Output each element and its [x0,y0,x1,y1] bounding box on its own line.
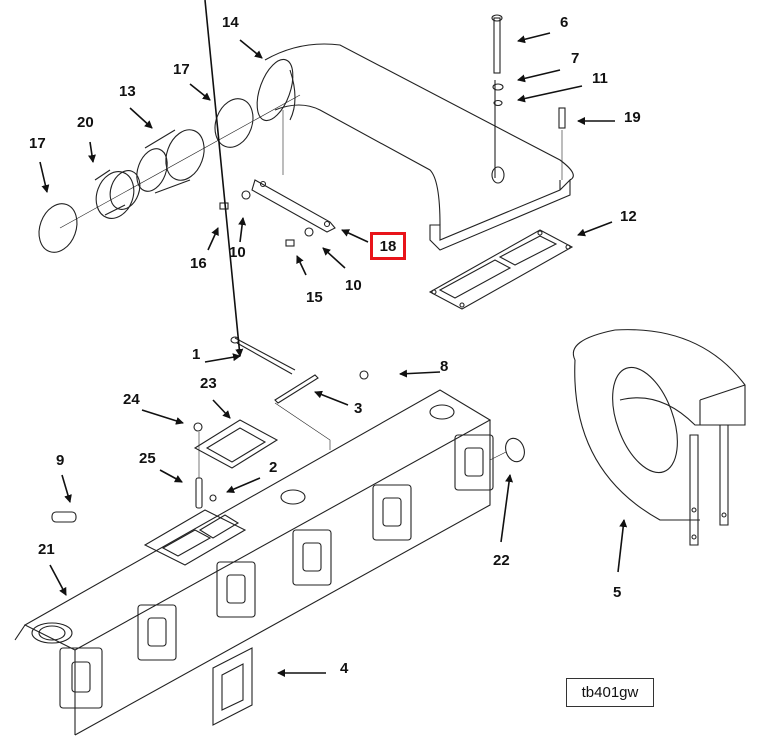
callout-6: 6 [560,14,569,31]
callout-17: 17 [29,135,46,152]
callout-4: 4 [340,660,349,677]
exhaust-manifold-part [14,389,494,736]
bellows-assembly [38,94,301,253]
port-gasket [212,647,253,726]
callout-3: 3 [354,400,363,417]
bracket-parts [230,336,525,463]
callout-5: 5 [613,584,622,601]
flange-gasket [428,229,574,310]
callout-17: 17 [173,61,190,78]
callout-19: 19 [624,109,641,126]
callout-23: 23 [200,375,217,392]
bolt-stack [491,14,566,180]
callout-20: 20 [77,114,94,131]
callout-25: 25 [139,450,156,467]
support-strap [219,110,336,247]
heat-shield-part [572,329,746,546]
callout-11: 11 [592,70,608,87]
callout-24: 24 [123,391,140,408]
callout-10: 10 [345,277,362,294]
exhaust-elbow-part [256,43,574,251]
callout-16: 16 [190,255,207,272]
callout-2: 2 [269,459,278,476]
callout-7: 7 [571,50,580,67]
callout-10: 10 [229,244,246,261]
leader-arrows [39,0,628,677]
drawing-id-label: tb401gw [566,678,654,707]
turbo-flange-parts [51,419,279,523]
callout-12: 12 [620,208,637,225]
callout-21: 21 [38,541,55,558]
callout-15: 15 [306,289,323,306]
callout-14: 14 [222,14,239,31]
callout-1: 1 [192,346,201,363]
callout-22: 22 [493,552,510,569]
callout-9: 9 [56,452,65,469]
callout-13: 13 [119,83,136,100]
callout-18-highlighted[interactable]: 18 [370,232,406,260]
callout-8: 8 [440,358,449,375]
